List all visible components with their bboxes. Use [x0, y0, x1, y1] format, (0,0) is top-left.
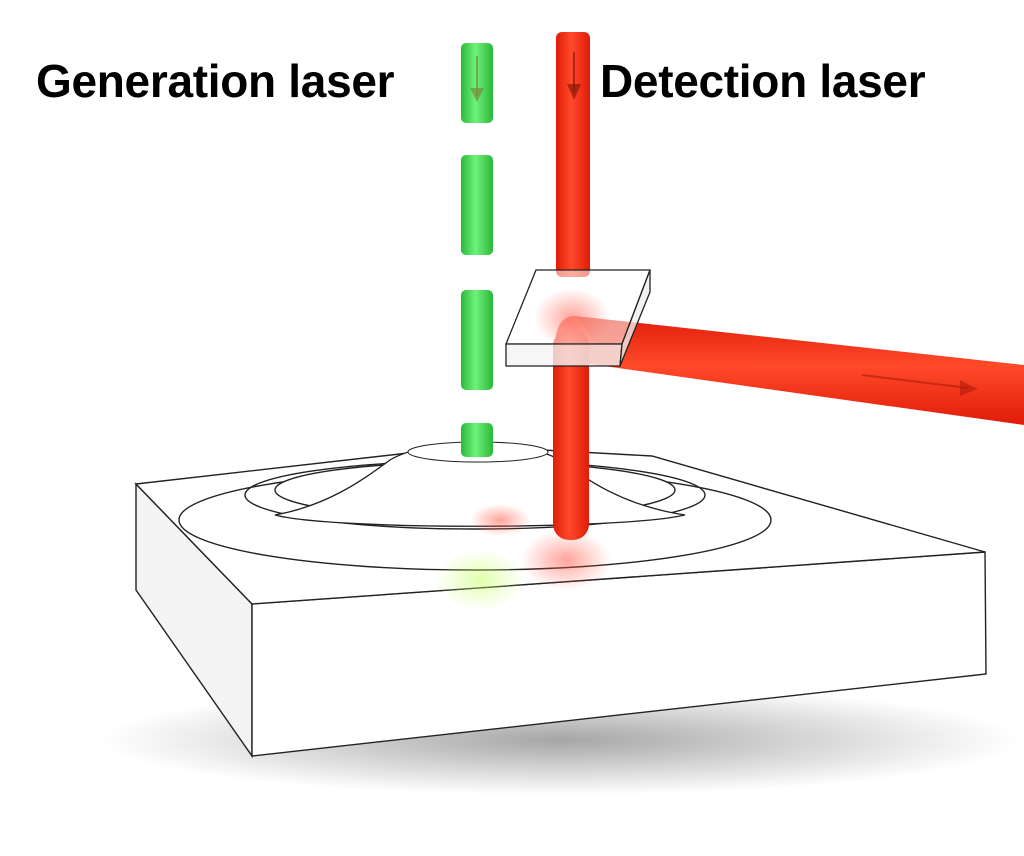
arrow-down-icon [567, 52, 581, 100]
generation-pulse-4 [461, 423, 493, 457]
arrow-down-icon [470, 56, 484, 102]
beam-splitter-plate [505, 269, 651, 367]
detection-laser-beam [553, 32, 590, 540]
detection-laser-label: Detection laser [600, 55, 926, 107]
generation-pulse-2 [461, 155, 493, 255]
generation-laser-beam [461, 43, 493, 457]
bulge-glow [470, 504, 530, 536]
detection-spot-glow [521, 530, 611, 590]
beam-splitter-glow [534, 288, 610, 348]
generation-laser-label: Generation laser [36, 55, 395, 107]
generation-pulse-3 [461, 290, 493, 390]
arrow-right-icon [861, 374, 978, 396]
detection-beam-upper [556, 32, 590, 277]
detection-beam-lower [553, 330, 589, 540]
generation-spot-glow [435, 550, 525, 610]
